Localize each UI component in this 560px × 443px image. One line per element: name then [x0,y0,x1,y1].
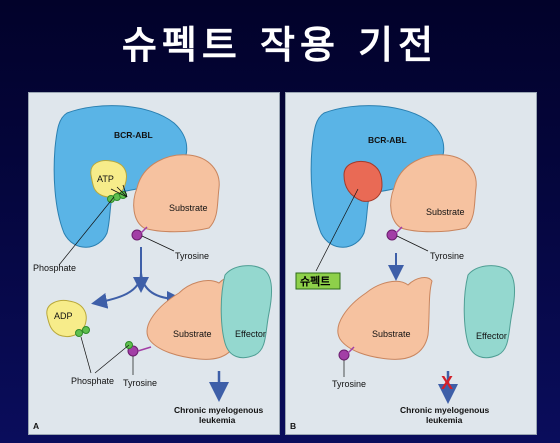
panel-b: BCR-ABL Substrate Tyrosine 슈펙트 Substrate… [285,92,537,435]
panel-b-diagram: BCR-ABL Substrate Tyrosine 슈펙트 Substrate… [290,105,515,431]
substrate-bottom [337,277,433,360]
effector-label: Effector [476,331,507,341]
substrate-top [133,154,220,233]
substrate-top [390,154,477,233]
substrate-bottom-label: Substrate [173,329,212,339]
phosphate-top-label: Phosphate [33,263,76,273]
substrate-top-label: Substrate [426,207,465,217]
tyrosine-top [131,229,143,241]
phosphate-dot [75,329,83,337]
tyrosine-top [386,229,398,241]
effector-label: Effector [235,329,266,339]
outcome-line2: leukemia [426,415,463,425]
panel-letter: A [33,421,39,431]
panel-a: BCR-ABL ATP Substrate Tyrosine Phosphate… [28,92,280,435]
reaction-arrow-left [91,272,142,309]
drug-label: 슈펙트 [300,274,330,288]
adp-molecule [46,300,87,338]
outcome-line2: leukemia [199,415,236,425]
tyrosine-bottom-label: Tyrosine [332,379,366,389]
substrate-bottom-label: Substrate [372,329,411,339]
effector [220,265,272,359]
bcr-abl-label: BCR-ABL [114,130,153,140]
tyrosine-bottom-label: Tyrosine [123,378,157,388]
substrate-top-label: Substrate [169,203,208,213]
adp-label: ADP [54,311,73,321]
panel-letter: B [290,421,296,431]
tyrosine-top-label: Tyrosine [430,251,464,261]
effector [463,265,515,359]
reaction-arrow-right [140,272,183,307]
tyrosine-bottom [338,349,350,361]
phosphate-bottom-label: Phosphate [71,376,114,386]
outcome-line1: Chronic myelogenous [174,405,264,415]
panel-a-diagram: BCR-ABL ATP Substrate Tyrosine Phosphate… [33,105,272,431]
bcr-abl-label: BCR-ABL [368,135,407,145]
page-title: 슈펙트 작용 기전 [121,23,439,67]
drug-label-box [295,272,341,290]
phosphate-dot [82,326,90,334]
atp-label: ATP [97,174,114,184]
tyrosine-top-label: Tyrosine [175,251,209,261]
blocked-mark: X [441,373,453,393]
outcome-line1: Chronic myelogenous [400,405,490,415]
